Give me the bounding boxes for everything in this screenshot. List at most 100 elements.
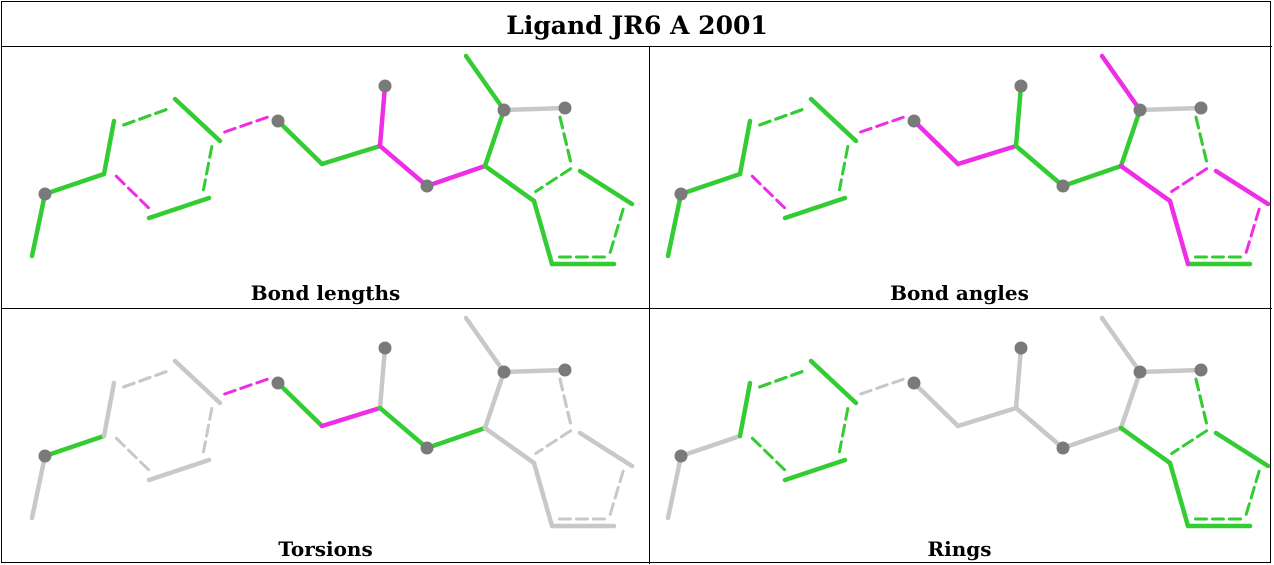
bond-ok [1213,430,1271,469]
bond-outlier [112,172,150,210]
atom-sphere [907,376,921,390]
atom-sphere [38,187,52,201]
bond-ok [782,195,848,221]
bond-outlier [1118,163,1173,204]
bond-not_assessed [1137,367,1204,375]
bond-ok [737,380,753,439]
atom-sphere [271,376,285,390]
bond-not_assessed [122,368,172,389]
bond-not_assessed [859,377,907,396]
bond-ok [377,405,430,451]
atom-sphere [674,449,688,463]
bond-ok [146,195,212,221]
bond-ok [1013,143,1066,189]
bond-outlier [424,163,488,189]
bond-ok [1013,83,1024,149]
atom-sphere [1014,341,1028,355]
bond-ok [1194,115,1209,167]
bond-ok [482,163,537,204]
atom-sphere [271,114,285,128]
bond-ok [837,407,850,454]
bond-not_assessed [501,105,568,113]
bond-ok [1060,163,1124,189]
caption-bond-angles: Bond angles [890,281,1029,305]
bond-ok [782,457,848,483]
bond-ok [482,107,507,169]
bond-not_assessed [665,453,684,521]
atom-sphere [1056,179,1070,193]
bond-outlier [223,377,271,396]
bond-ok [275,380,325,429]
bond-not_assessed [911,380,961,429]
atom-sphere [497,103,511,117]
bond-ok [1118,425,1173,466]
bond-not_assessed [1013,345,1024,411]
bond-outlier [1213,168,1271,207]
column-divider [649,46,650,564]
atom-sphere [1056,441,1070,455]
bond-ok [758,106,808,127]
bond-ok [678,171,743,197]
bond-outlier [859,115,907,134]
bond-not_assessed [501,367,568,375]
bond-ok [42,171,107,197]
atom-sphere [1133,365,1147,379]
atom-sphere [497,365,511,379]
atom-sphere [1194,363,1208,377]
bond-outlier [377,143,430,189]
atom-sphere [1194,101,1208,115]
atom-sphere [378,341,392,355]
bond-not_assessed [1137,105,1204,113]
bond-not_assessed [172,358,223,406]
caption-bond-lengths: Bond lengths [250,281,401,305]
bond-ok [531,198,555,267]
bond-outlier [1243,207,1261,257]
atom-sphere [1133,103,1147,117]
atom-sphere [38,449,52,463]
bond-ok [1118,107,1143,169]
bond-outlier [377,83,388,149]
bond-ok [748,434,786,472]
bond-not_assessed [1060,425,1124,451]
bond-not_assessed [463,315,507,375]
bond-not_assessed [558,377,573,429]
bond-not_assessed [377,345,388,411]
bond-not_assessed [482,425,537,466]
bond-ok [29,191,48,259]
bond-not_assessed [101,380,117,439]
row-divider [2,308,1272,309]
bond-ok [577,168,635,207]
bond-ok [1243,469,1261,519]
bond-not_assessed [577,430,635,469]
bond-not_assessed [534,429,573,456]
bond-not_assessed [1099,315,1143,375]
bond-ok [201,145,214,192]
atom-sphere [378,79,392,93]
atom-sphere [907,114,921,128]
caption-rings: Rings [927,537,992,561]
bond-not_assessed [678,433,743,459]
panel-bond-angles-diagram [665,53,1271,267]
bond-ok [275,118,325,167]
caption-torsions: Torsions [278,537,373,561]
bond-not_assessed [955,405,1019,429]
bond-ok [737,118,753,177]
atom-sphere [558,363,572,377]
bond-ok [42,433,107,459]
bond-ok [665,191,684,259]
bond-ok [837,145,850,192]
bond-outlier [955,143,1019,167]
bond-not_assessed [607,469,625,519]
bond-ok [463,53,507,113]
atom-sphere [420,179,434,193]
bond-not_assessed [29,453,48,521]
bond-ok [607,207,625,257]
bond-ok [1194,377,1209,429]
panel-torsions-diagram [29,315,635,529]
bond-ok [1170,429,1209,456]
bond-outlier [1170,167,1209,194]
bond-not_assessed [146,457,212,483]
bond-not_assessed [1013,405,1066,451]
bond-outlier [1167,198,1191,267]
atom-sphere [674,187,688,201]
